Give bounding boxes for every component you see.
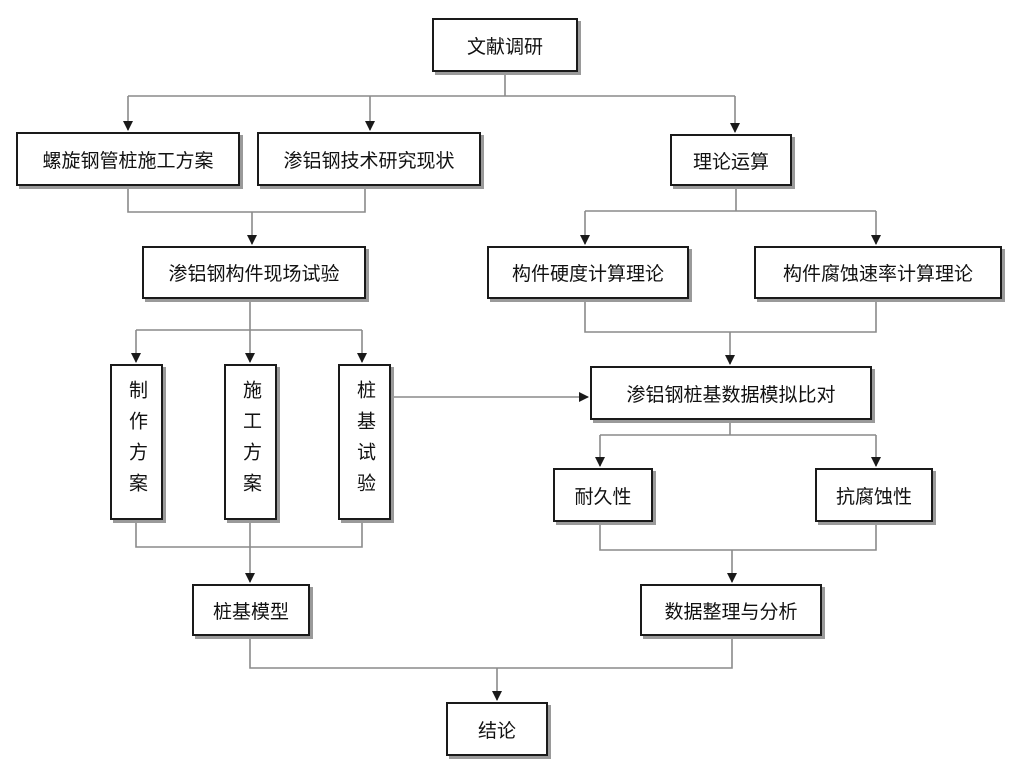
node-data-analysis: 数据整理与分析 [640, 584, 822, 636]
connector-theory-merge [584, 299, 877, 333]
connector-theory-split [585, 186, 876, 212]
node-theory-calc: 理论运算 [670, 134, 792, 186]
node-corrosion-resistance: 抗腐蚀性 [815, 468, 933, 522]
node-data-compare: 渗铝钢桩基数据模拟比对 [590, 366, 872, 420]
node-pile-test: 桩基试验 [338, 364, 391, 520]
connector-merge-to-pile-model [135, 520, 363, 548]
connector-field-test-split [136, 299, 362, 331]
connector-data-compare-split [600, 420, 876, 436]
node-pile-model: 桩基模型 [192, 584, 310, 636]
node-hardness-theory: 构件硬度计算理论 [487, 246, 689, 299]
node-spiral-plan: 螺旋钢管桩施工方案 [16, 132, 240, 186]
connector-literature-split [128, 72, 735, 97]
node-conclusion: 结论 [446, 702, 548, 756]
node-literature: 文献调研 [432, 18, 578, 72]
node-fabrication-plan: 制作方案 [110, 364, 163, 520]
node-construction-plan: 施工方案 [224, 364, 277, 520]
node-field-test: 渗铝钢构件现场试验 [142, 246, 366, 299]
connector-merge-to-field-test [127, 186, 366, 213]
connector-merge-to-conclusion [249, 636, 733, 669]
node-corrosion-theory: 构件腐蚀速率计算理论 [754, 246, 1002, 299]
connector-merge-to-data-analysis [599, 522, 877, 551]
node-tech-status: 渗铝钢技术研究现状 [257, 132, 481, 186]
node-durability: 耐久性 [553, 468, 653, 522]
